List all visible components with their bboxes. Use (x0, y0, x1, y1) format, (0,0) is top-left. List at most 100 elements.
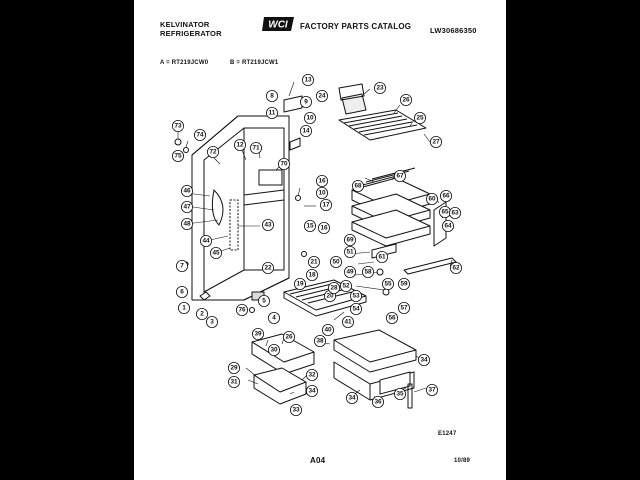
callout-21: 21 (307, 255, 320, 268)
callout-67: 67 (393, 169, 406, 182)
parts-catalog-sheet: KELVINATOR REFRIGERATOR WCI FACTORY PART… (134, 0, 506, 480)
callout-circle (373, 82, 386, 95)
callout-circle (200, 234, 213, 247)
callout-31: 31 (228, 375, 241, 388)
callout-label: 25 (416, 115, 424, 122)
callout-circle (303, 219, 316, 232)
callout-circle (343, 265, 356, 278)
callout-circle (261, 261, 274, 274)
callout-circle (313, 334, 326, 347)
callout-label: 52 (342, 283, 350, 290)
callout-circle (250, 141, 263, 154)
callout-69: 69 (343, 233, 356, 246)
callout-circle (303, 112, 316, 125)
callout-label: 34 (348, 395, 356, 402)
callout-label: 60 (428, 196, 436, 203)
callout-circle (329, 255, 342, 268)
callout-66: 66 (439, 189, 452, 202)
callout-circle (345, 391, 358, 404)
callout-label: 65 (441, 209, 449, 216)
callout-circle (299, 125, 312, 138)
callout-50: 50 (329, 255, 342, 268)
callout-label: 10 (318, 190, 326, 197)
callout-circle (172, 120, 185, 133)
callout-label: 16 (318, 178, 326, 185)
callout-23: 23 (373, 82, 386, 95)
callout-40: 40 (321, 323, 334, 336)
exploded-parts-diagram: 7374757212717013892423111026142527464748… (172, 74, 462, 416)
callout-61: 61 (375, 250, 388, 263)
callout-circle (181, 200, 194, 213)
callout-49: 49 (343, 265, 356, 278)
callout-label: 38 (316, 338, 324, 345)
callout-circle (210, 246, 223, 259)
figure-code: E1247 (438, 431, 457, 437)
catalog-title: FACTORY PARTS CATALOG (300, 22, 412, 31)
callout-circle (236, 303, 249, 316)
callout-label: 68 (354, 183, 362, 190)
callout-circle (343, 245, 356, 258)
callout-label: 27 (432, 139, 440, 146)
callout-label: 12 (236, 142, 244, 149)
callout-circle (315, 174, 328, 187)
callout-41: 41 (341, 315, 354, 328)
callout-circle (228, 375, 241, 388)
callout-label: 50 (332, 259, 340, 266)
callout-label: 46 (183, 188, 191, 195)
callout-26: 26 (399, 94, 412, 107)
hardware-drawing (174, 137, 397, 313)
callout-label: 5 (262, 298, 266, 305)
callout-74: 74 (194, 128, 207, 141)
callout-44: 44 (200, 234, 213, 247)
callout-label: 67 (396, 173, 404, 180)
brand-label: KELVINATOR (160, 20, 210, 29)
revision-date: 10/89 (454, 458, 471, 464)
callout-label: 76 (238, 307, 246, 314)
callout-label: 9 (304, 99, 308, 106)
callout-circle (341, 315, 354, 328)
callout-71: 71 (250, 141, 263, 154)
callout-circle (448, 206, 461, 219)
callout-circle (399, 94, 412, 107)
callout-label: 26 (285, 334, 293, 341)
callout-1: 1 (178, 301, 191, 314)
callout-circle (305, 368, 318, 381)
callout-circle (252, 327, 265, 340)
callout-circle (181, 217, 194, 230)
callout-circle (206, 315, 219, 328)
callout-18: 18 (305, 268, 318, 281)
callout-label: 56 (388, 315, 396, 322)
callout-label: 10 (306, 115, 314, 122)
callout-28: 28 (327, 281, 340, 294)
callout-circle (172, 149, 185, 162)
callout-circle (207, 145, 220, 158)
callout-label: 61 (378, 254, 386, 261)
callout-circle (441, 219, 454, 232)
callout-48: 48 (181, 217, 194, 230)
callout-label: 64 (444, 223, 452, 230)
callout-60: 60 (425, 192, 438, 205)
callout-76: 76 (236, 303, 249, 316)
callout-label: 62 (452, 265, 460, 272)
callout-label: 1 (182, 305, 186, 312)
callout-circle (228, 361, 241, 374)
callout-54: 54 (349, 302, 362, 315)
callout-46: 46 (181, 184, 194, 197)
callout-label: 49 (346, 269, 354, 276)
callout-circle (425, 383, 438, 396)
callout-34a: 34 (305, 384, 318, 397)
callout-52: 52 (339, 279, 352, 292)
callout-65: 65 (438, 205, 451, 218)
callout-4: 4 (267, 311, 280, 324)
callout-circle (393, 169, 406, 182)
callout-label: 13 (304, 77, 312, 84)
callout-circle (375, 250, 388, 263)
callout-label: 39 (254, 331, 262, 338)
callout-circle (397, 301, 410, 314)
callout-label: 58 (364, 269, 372, 276)
callout-label: 48 (183, 221, 191, 228)
callout-33: 33 (289, 403, 302, 416)
callout-circle (393, 387, 406, 400)
callout-51: 51 (343, 245, 356, 258)
callout-label: 72 (209, 149, 217, 156)
